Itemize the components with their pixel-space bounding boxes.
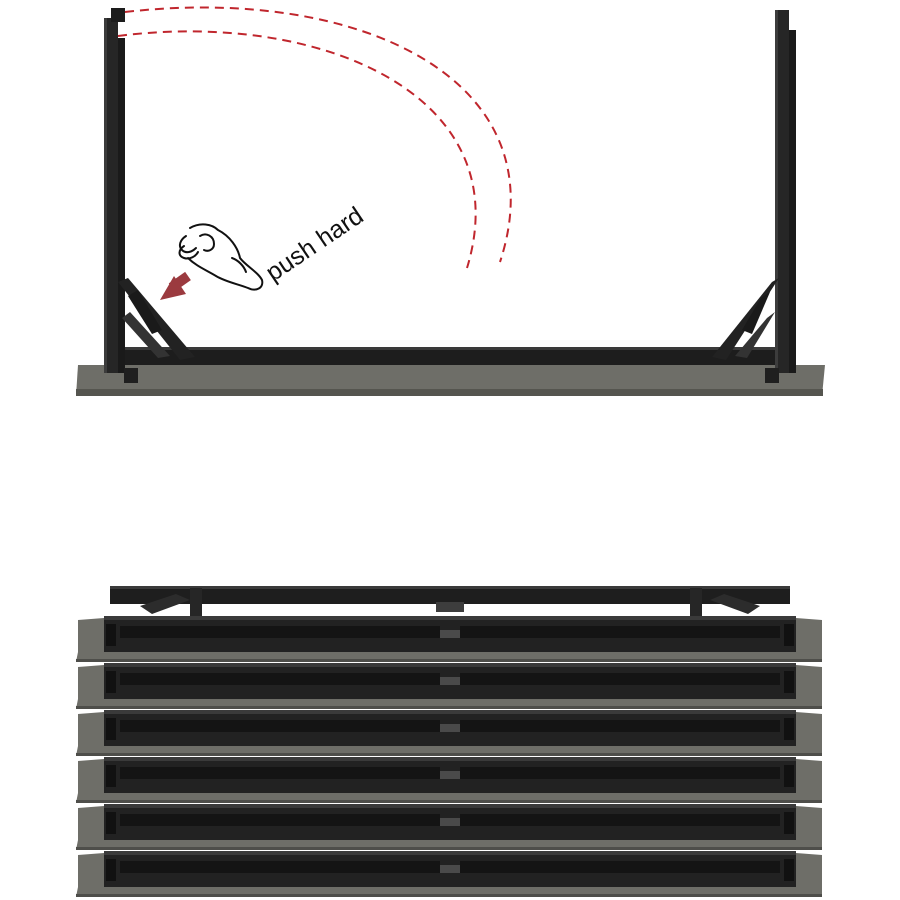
folded-tabletop-right-lip [796,712,822,746]
folded-end-right [784,718,794,740]
folded-frame-highlight [104,851,796,855]
folded-tabletop-edge [76,706,822,709]
frame-rail-highlight [118,347,788,350]
push-arrow [160,271,191,300]
push-hard-label: push hard [261,202,369,287]
folded-frame-highlight [104,710,796,714]
folded-leg-right [460,673,780,685]
folded-frame-highlight [104,663,796,667]
folded-latch [440,630,460,638]
folded-tabletop-left-lip [78,712,104,746]
folded-frame-highlight [104,616,796,620]
folded-leg-left [120,767,440,779]
folded-end-right [784,765,794,787]
tabletop-edge [76,389,823,396]
folded-tabletop-edge [76,894,822,897]
folded-tabletop-right-lip [796,853,822,887]
folded-tabletop-left-lip [78,759,104,793]
folded-table [76,851,822,897]
folded-end-left [106,765,116,787]
folded-end-right [784,671,794,693]
folded-leg-right [460,626,780,638]
fold-motion-path-inner [117,30,477,269]
folded-tabletop-right-lip [796,618,822,652]
folded-leg-right [460,861,780,873]
folded-end-left [106,859,116,881]
folded-leg-left [120,673,440,685]
folded-end-left [106,624,116,646]
folded-tabletop-left-lip [78,806,104,840]
folded-end-left [106,812,116,834]
folded-table [76,710,822,756]
folded-end-right [784,624,794,646]
folded-tabletop-left-lip [78,618,104,652]
folded-tabletop-right-lip [796,665,822,699]
folded-table [76,663,822,709]
folded-tabletop-left-lip [78,853,104,887]
folded-table [76,757,822,803]
fold-motion-path-outer [124,6,512,263]
folded-end-right [784,859,794,881]
folded-end-right [784,812,794,834]
folded-leg-right [460,767,780,779]
folded-tabletop-edge [76,753,822,756]
folded-table [76,804,822,850]
tabletop [76,365,825,396]
folded-latch [440,771,460,779]
folded-tabletop-left-lip [78,665,104,699]
folded-leg-left [120,814,440,826]
folded-table [76,616,822,662]
folded-latch [440,818,460,826]
folded-latch [440,724,460,732]
folded-tabletop-right-lip [796,806,822,840]
folded-latch [440,865,460,873]
right-leg [765,10,796,383]
folded-end-left [106,671,116,693]
top-frame [110,586,790,616]
hand-push-icon [178,223,264,291]
folded-tabletop-edge [76,847,822,850]
folded-tabletop-right-lip [796,759,822,793]
frame-rail [118,347,788,365]
folded-leg-left [120,861,440,873]
folded-tabletop-edge [76,659,822,662]
unfolded-table: push hard [76,6,825,396]
folded-frame-highlight [104,804,796,808]
right-brace [712,278,779,360]
folded-stack [76,586,822,897]
folded-leg-left [120,626,440,638]
left-brace [118,278,195,360]
folded-leg-left [120,720,440,732]
folded-leg-right [460,814,780,826]
folded-latch [440,677,460,685]
left-leg [104,8,138,383]
folded-tabletop-edge [76,800,822,803]
folded-frame-highlight [104,757,796,761]
folded-leg-right [460,720,780,732]
folded-end-left [106,718,116,740]
